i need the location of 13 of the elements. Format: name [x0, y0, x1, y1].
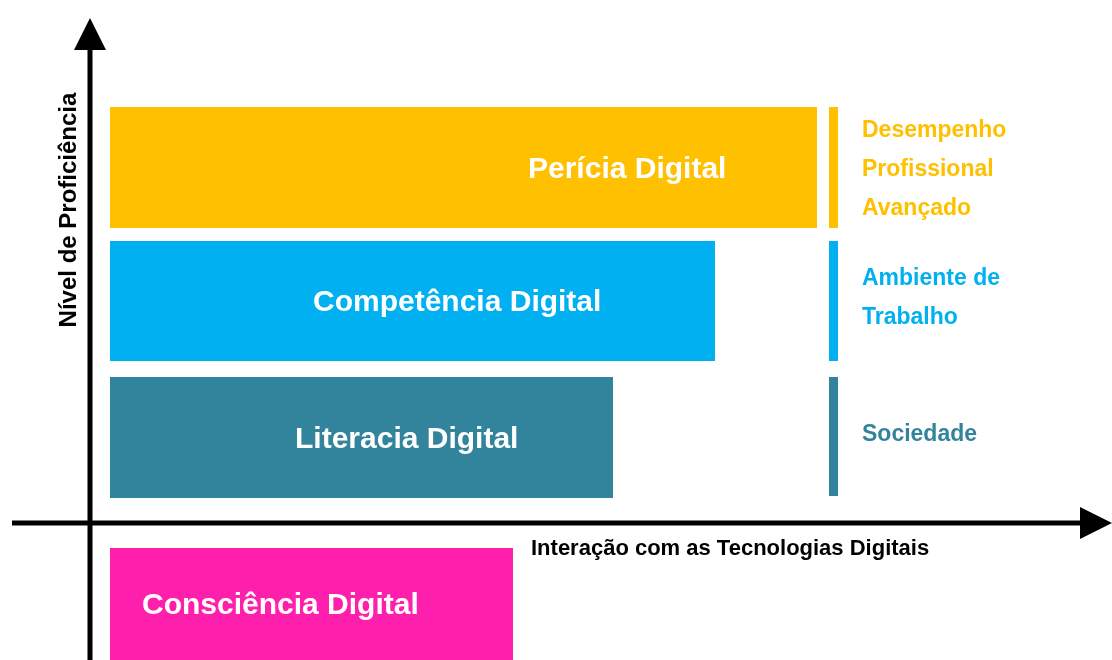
- level-title: Competência Digital: [313, 283, 602, 319]
- level-title: Literacia Digital: [295, 419, 519, 456]
- level-description: Desempenho Profissional Avançado: [862, 115, 1008, 222]
- level-description: Ambiente de Trabalho: [862, 263, 1002, 331]
- level-bar: [110, 107, 817, 228]
- axis-label: Nível de Proficiência: [54, 92, 82, 328]
- level-bar: [110, 377, 613, 498]
- level-title: Consciência Digital: [142, 586, 419, 622]
- level-title: Perícia Digital: [528, 149, 727, 186]
- level-description: Sociedade: [862, 419, 979, 448]
- axis-label: Interação com as Tecnologias Digitais: [531, 535, 930, 561]
- level-bar: [110, 548, 513, 660]
- level-bar: [110, 241, 715, 361]
